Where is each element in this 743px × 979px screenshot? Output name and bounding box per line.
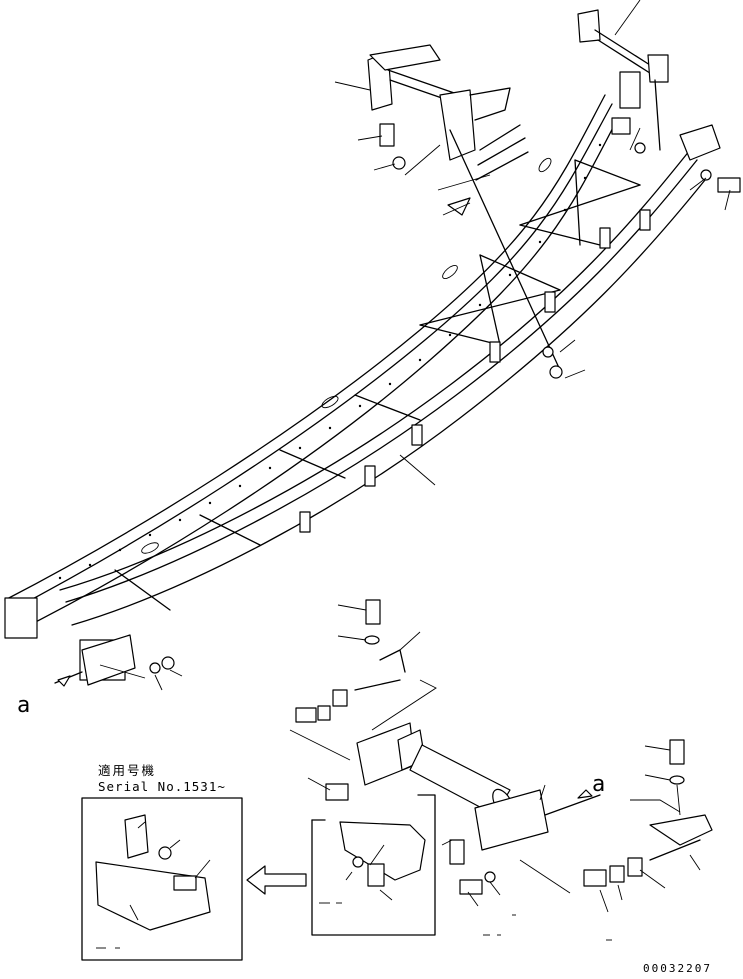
left-end-bracket xyxy=(54,634,183,691)
view-marker-left: a xyxy=(17,693,31,718)
serial-note-number: Serial No.1531~ xyxy=(98,779,226,794)
middle-assembly xyxy=(289,599,601,907)
serial-note-title: 適用号機 xyxy=(98,763,157,778)
leader-lines-top xyxy=(334,0,731,486)
main-frame xyxy=(4,94,706,681)
inset-box-middle xyxy=(311,794,436,936)
inset-arrow xyxy=(246,865,307,895)
top-right-post xyxy=(542,9,741,379)
top-bracket-assembly xyxy=(367,44,561,371)
inset-box-left xyxy=(81,797,243,961)
view-marker-right: a xyxy=(592,772,606,797)
drawing-number: 00032207 xyxy=(643,962,712,975)
right-lower-assembly xyxy=(583,739,713,913)
